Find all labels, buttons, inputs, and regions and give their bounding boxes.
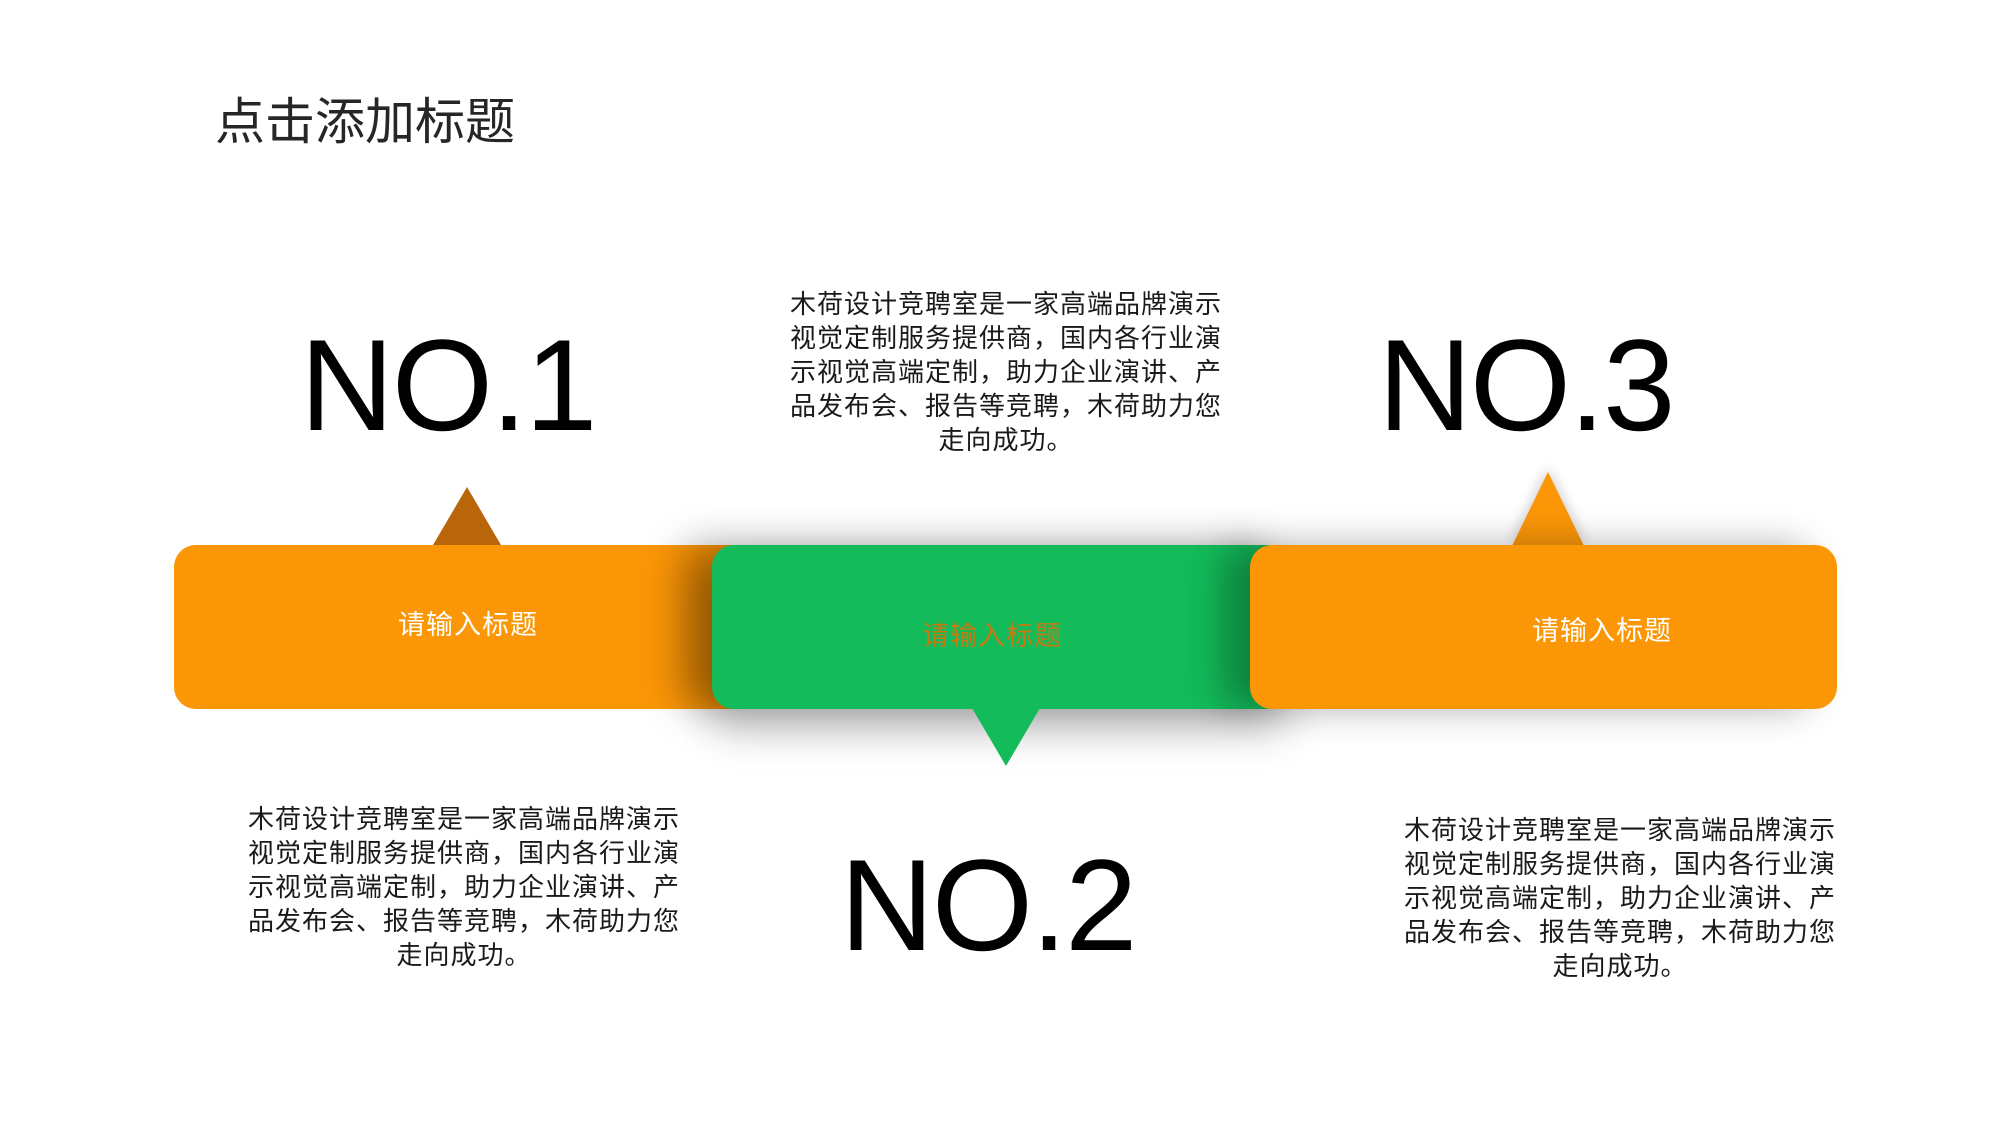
step-banner-1[interactable]: [174, 545, 774, 709]
step-banner-2[interactable]: [712, 545, 1292, 709]
step-label-3[interactable]: 请输入标题: [1532, 616, 1672, 647]
slide-title[interactable]: 点击添加标题: [215, 93, 515, 151]
step-pointer-2: [972, 708, 1040, 766]
step-label-2[interactable]: 请输入标题: [922, 621, 1062, 652]
step-description-3[interactable]: 木荷设计竞聘室是一家高端品牌演示视觉定制服务提供商，国内各行业演示视觉高端定制，…: [1403, 816, 1836, 982]
step-banner-3[interactable]: [1250, 545, 1837, 709]
step-number-3: NO.3: [1378, 312, 1675, 458]
step-pointer-1: [433, 487, 501, 545]
step-number-1: NO.1: [300, 312, 597, 458]
step-number-2: NO.2: [840, 832, 1137, 978]
step-description-2[interactable]: 木荷设计竞聘室是一家高端品牌演示视觉定制服务提供商，国内各行业演示视觉高端定制，…: [789, 290, 1222, 456]
step-pointer-3: [1512, 472, 1584, 546]
step-description-1[interactable]: 木荷设计竞聘室是一家高端品牌演示视觉定制服务提供商，国内各行业演示视觉高端定制，…: [247, 805, 680, 971]
step-label-1[interactable]: 请输入标题: [398, 610, 538, 641]
